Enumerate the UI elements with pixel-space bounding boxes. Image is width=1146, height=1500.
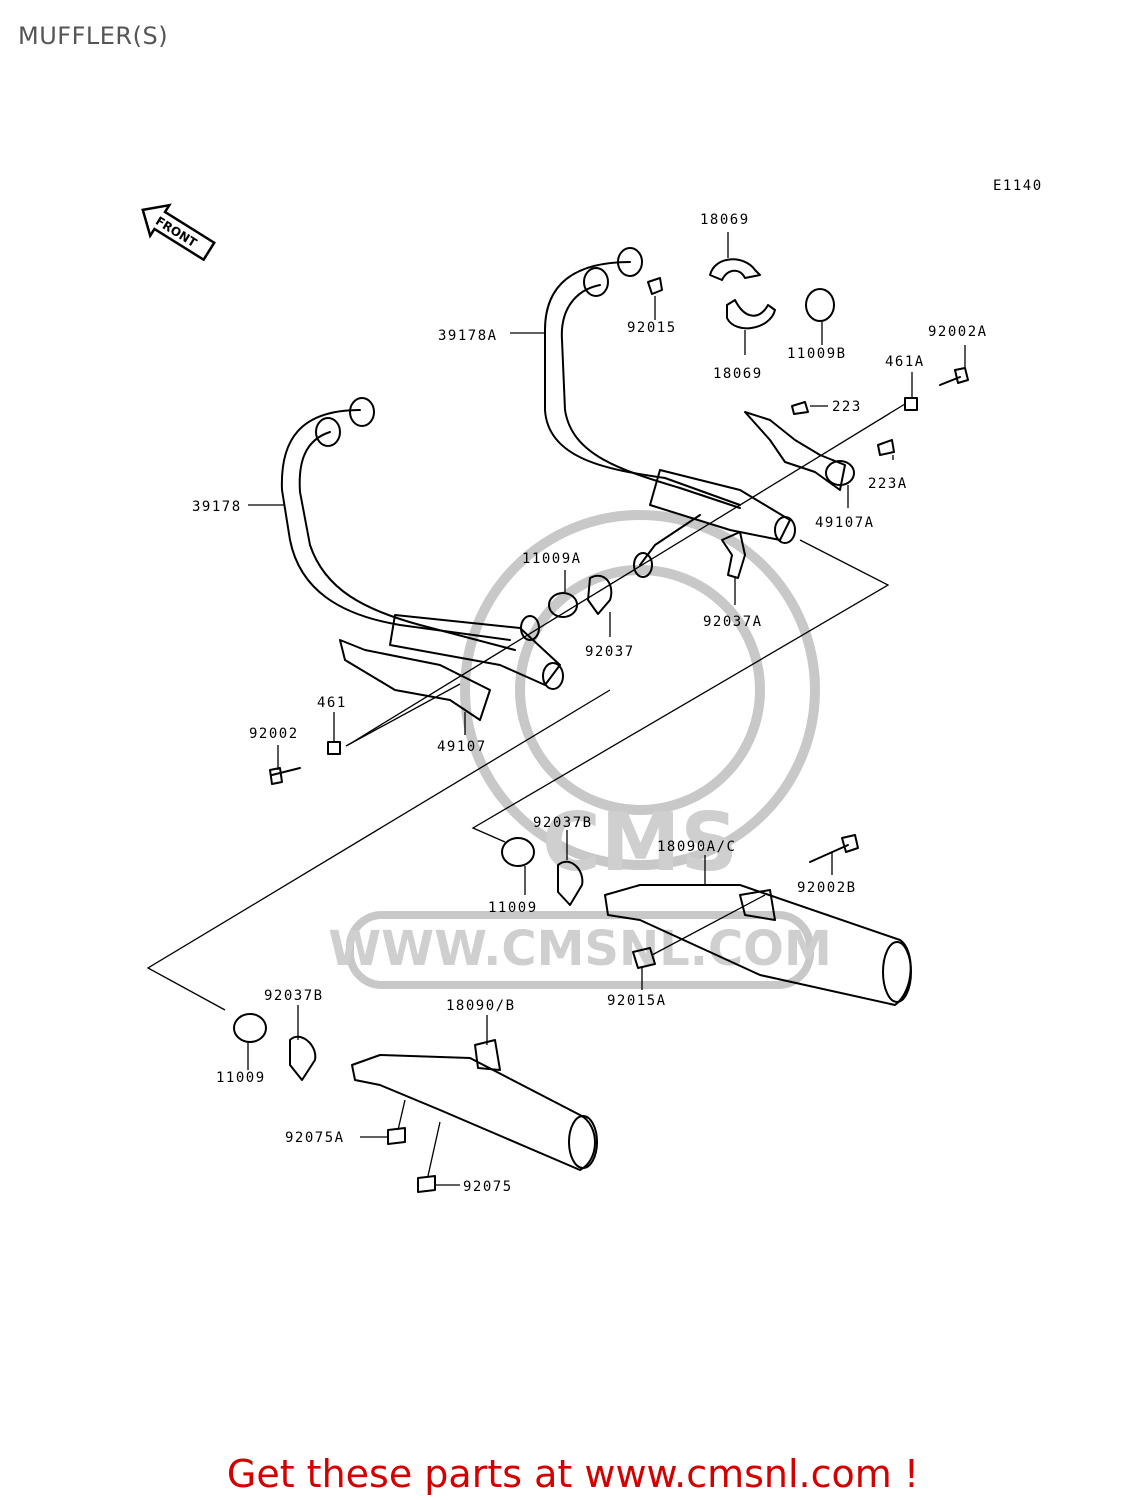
get-parts-link[interactable]: Get these parts at www.cmsnl.com ! bbox=[226, 1452, 920, 1496]
label-11009-left: 11009 bbox=[216, 1070, 266, 1086]
page-title: MUFFLER(S) bbox=[18, 22, 169, 50]
clamp-92037A bbox=[721, 531, 746, 579]
label-92015: 92015 bbox=[627, 320, 677, 336]
gasket-11009-right bbox=[501, 837, 535, 867]
clamp-18069-upper bbox=[709, 258, 761, 281]
label-92002A: 92002A bbox=[928, 324, 988, 340]
muffler-18090-B bbox=[351, 1039, 598, 1171]
grommet-92075A bbox=[387, 1127, 406, 1145]
heat-guard-49107 bbox=[339, 639, 491, 721]
label-92002: 92002 bbox=[249, 726, 299, 742]
label-92037B-left: 92037B bbox=[264, 988, 324, 1004]
washer-461 bbox=[327, 741, 341, 755]
label-92002B: 92002B bbox=[797, 880, 857, 896]
label-461: 461 bbox=[317, 695, 347, 711]
label-39178: 39178 bbox=[192, 499, 242, 515]
watermark-url: WWW.CMSNL.COM bbox=[328, 921, 832, 977]
clamp-92037 bbox=[587, 574, 613, 615]
label-18090-B: 18090/B bbox=[446, 998, 516, 1014]
label-92075: 92075 bbox=[463, 1179, 513, 1195]
clamp-18069-lower bbox=[726, 299, 776, 330]
bolt-92002A bbox=[939, 367, 969, 386]
label-11009A: 11009A bbox=[522, 551, 582, 567]
bolt-92002 bbox=[269, 767, 301, 785]
label-18069-lower: 18069 bbox=[713, 366, 763, 382]
bolt-223A bbox=[877, 439, 895, 456]
leader-lines bbox=[247, 232, 966, 1186]
diagram-code: E1140 bbox=[993, 178, 1043, 194]
bolt-223 bbox=[791, 401, 809, 415]
nut-92015 bbox=[647, 277, 663, 295]
nut-92015A bbox=[632, 947, 656, 969]
bolt-92002B bbox=[809, 834, 859, 863]
label-92075A: 92075A bbox=[285, 1130, 345, 1146]
washer-461A bbox=[904, 397, 918, 411]
label-11009-right: 11009 bbox=[488, 900, 538, 916]
grommet-92075 bbox=[417, 1175, 436, 1193]
clamp-92037B-right bbox=[557, 860, 584, 906]
label-49107: 49107 bbox=[437, 739, 487, 755]
label-92037: 92037 bbox=[585, 644, 635, 660]
label-461A: 461A bbox=[885, 354, 925, 370]
gasket-11009B bbox=[805, 288, 835, 322]
label-92037B-right: 92037B bbox=[533, 815, 593, 831]
exhaust-pipe-39178 bbox=[280, 397, 564, 690]
label-11009B: 11009B bbox=[787, 346, 847, 362]
clamp-92037B-left bbox=[289, 1035, 317, 1081]
watermark-logo: CMS WWW.CMSNL.COM bbox=[328, 510, 832, 989]
part-labels: 18069 18069 92015 39178A 11009B 92002A 4… bbox=[192, 212, 988, 1195]
heat-guard-49107A bbox=[744, 411, 846, 491]
gasket-11009-left bbox=[233, 1013, 267, 1043]
label-18069-upper: 18069 bbox=[700, 212, 750, 228]
label-18090A-C: 18090A/C bbox=[657, 839, 736, 855]
label-223: 223 bbox=[832, 399, 862, 415]
exploded-parts-diagram: CMS WWW.CMSNL.COM E1140 FRONT bbox=[141, 178, 1043, 1195]
label-92037A: 92037A bbox=[703, 614, 763, 630]
exhaust-pipe-39178A bbox=[544, 247, 796, 578]
label-39178A: 39178A bbox=[438, 328, 498, 344]
label-223A: 223A bbox=[868, 476, 908, 492]
muffler-18090A-C bbox=[604, 884, 912, 1006]
front-arrow-icon: FRONT bbox=[141, 203, 216, 262]
label-92015A: 92015A bbox=[607, 993, 667, 1009]
label-49107A: 49107A bbox=[815, 515, 875, 531]
